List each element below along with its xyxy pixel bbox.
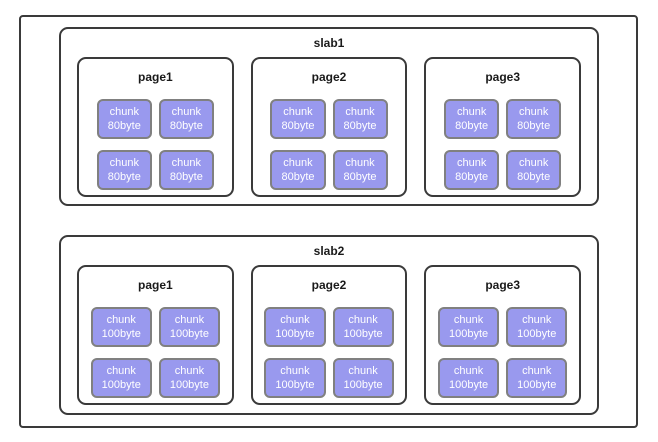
chunk-box: chunk 80byte xyxy=(158,99,214,139)
chunk-box: chunk 100byte xyxy=(438,358,500,398)
slab-box-2: slab2 page1 chunk 100byte chunk 100byte … xyxy=(59,235,599,415)
page-box: page3 chunk 100byte chunk 100byte chunk … xyxy=(424,265,582,405)
chunk-box: chunk 80byte xyxy=(444,99,500,139)
slab-box-1: slab1 page1 chunk 80byte chunk 80byte ch… xyxy=(59,27,599,206)
page-box: page2 chunk 80byte chunk 80byte chunk 80… xyxy=(250,57,408,197)
chunk-box: chunk 100byte xyxy=(332,307,394,347)
slab-title: slab1 xyxy=(313,36,345,50)
chunk-box: chunk 100byte xyxy=(332,358,394,398)
chunk-box: chunk 80byte xyxy=(332,99,388,139)
chunk-grid: chunk 80byte chunk 80byte chunk 80byte c… xyxy=(270,99,388,190)
chunk-box: chunk 80byte xyxy=(506,150,562,190)
chunk-box: chunk 100byte xyxy=(90,358,152,398)
page-box: page1 chunk 80byte chunk 80byte chunk 80… xyxy=(77,57,234,197)
page-box: page3 chunk 80byte chunk 80byte chunk 80… xyxy=(424,57,582,197)
chunk-box: chunk 80byte xyxy=(332,150,388,190)
page-title: page3 xyxy=(485,278,521,292)
chunk-box: chunk 80byte xyxy=(270,99,326,139)
page-box: page2 chunk 100byte chunk 100byte chunk … xyxy=(250,265,408,405)
page-title: page1 xyxy=(137,278,173,292)
chunk-box: chunk 100byte xyxy=(264,358,326,398)
chunk-grid: chunk 100byte chunk 100byte chunk 100byt… xyxy=(90,307,220,398)
chunk-box: chunk 100byte xyxy=(158,358,220,398)
pages-row: page1 chunk 100byte chunk 100byte chunk … xyxy=(61,258,597,405)
chunk-box: chunk 80byte xyxy=(270,150,326,190)
pages-row: page1 chunk 80byte chunk 80byte chunk 80… xyxy=(61,50,597,197)
chunk-box: chunk 80byte xyxy=(506,99,562,139)
page-title: page2 xyxy=(311,278,347,292)
diagram-outer-frame: slab1 page1 chunk 80byte chunk 80byte ch… xyxy=(19,15,638,428)
chunk-box: chunk 100byte xyxy=(438,307,500,347)
chunk-box: chunk 80byte xyxy=(444,150,500,190)
chunk-box: chunk 100byte xyxy=(506,358,568,398)
page-title: page3 xyxy=(485,70,521,84)
chunk-box: chunk 80byte xyxy=(96,150,152,190)
chunk-grid: chunk 100byte chunk 100byte chunk 100byt… xyxy=(264,307,394,398)
chunk-box: chunk 80byte xyxy=(158,150,214,190)
chunk-grid: chunk 100byte chunk 100byte chunk 100byt… xyxy=(438,307,568,398)
chunk-grid: chunk 80byte chunk 80byte chunk 80byte c… xyxy=(96,99,214,190)
chunk-box: chunk 100byte xyxy=(264,307,326,347)
page-title: page1 xyxy=(137,70,173,84)
slab-title: slab2 xyxy=(313,244,345,258)
page-title: page2 xyxy=(311,70,347,84)
chunk-grid: chunk 80byte chunk 80byte chunk 80byte c… xyxy=(444,99,562,190)
chunk-box: chunk 80byte xyxy=(96,99,152,139)
chunk-box: chunk 100byte xyxy=(90,307,152,347)
page-box: page1 chunk 100byte chunk 100byte chunk … xyxy=(77,265,234,405)
chunk-box: chunk 100byte xyxy=(158,307,220,347)
chunk-box: chunk 100byte xyxy=(506,307,568,347)
